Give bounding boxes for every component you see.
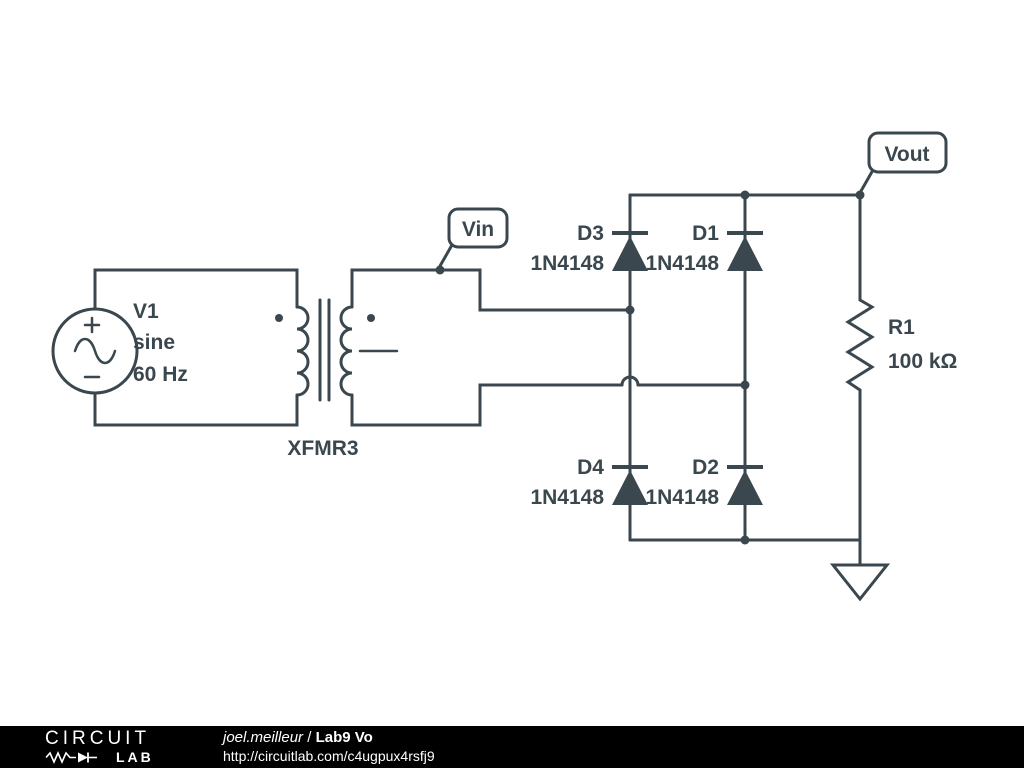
secondary-coil <box>339 305 354 397</box>
resistor-zigzag <box>845 298 875 392</box>
wire-secondary-bottom-to-bridge <box>350 383 624 427</box>
ground-triangle-icon <box>829 563 891 602</box>
footer-circuit-title: Lab9 Vo <box>315 728 373 746</box>
diode-d1[interactable]: D1 1N4148 <box>645 222 763 275</box>
transformer-name-label: XFMR3 <box>287 437 358 460</box>
ground-symbol[interactable] <box>829 563 891 602</box>
resistor-r1[interactable]: R1 100 kΩ <box>845 298 957 392</box>
voltage-source-v1[interactable]: V1 sine 60 Hz <box>51 300 188 395</box>
vin-flag-tail <box>438 243 454 268</box>
logo-resistor-diode-icon <box>45 750 97 764</box>
footer-separator: / <box>303 728 316 746</box>
transformer-xfmr3[interactable]: XFMR3 <box>275 298 399 460</box>
junction-dot-vout <box>855 190 865 200</box>
diode-d3[interactable]: D3 1N4148 <box>530 222 648 275</box>
junction-dot-top <box>740 190 750 200</box>
logo-text-lab: LAB <box>116 749 154 766</box>
d3-part-label: 1N4148 <box>530 252 604 275</box>
source-frequency-label: 60 Hz <box>133 363 188 386</box>
circuit-schematic: V1 sine 60 Hz XFMR3 Vin Vout D3 1N4148 D… <box>51 131 957 602</box>
d4-part-label: 1N4148 <box>530 486 604 509</box>
d3-triangle <box>612 236 648 271</box>
transformer-core <box>318 298 331 402</box>
footer-bar: CIRCUIT LAB joel.meilleur / Lab9 Vo http… <box>0 726 1024 768</box>
net-flag-vin[interactable]: Vin <box>438 207 509 268</box>
wire-secondary-top-to-bridge <box>350 268 632 312</box>
junction-dot-right-mid <box>740 380 750 390</box>
d2-part-label: 1N4148 <box>645 486 719 509</box>
source-name-label: V1 <box>133 300 159 323</box>
junction-dot-bottom <box>740 535 750 545</box>
d3-name-label: D3 <box>577 222 604 245</box>
source-waveform-label: sine <box>133 331 175 354</box>
d1-triangle <box>727 236 763 271</box>
vin-label: Vin <box>462 218 494 241</box>
vout-flag-tail <box>859 168 875 193</box>
junction-dot-vin <box>435 265 445 275</box>
vout-flag-box <box>867 131 948 174</box>
resistor-value-label: 100 kΩ <box>888 350 957 373</box>
wire-source-to-primary-bottom <box>93 391 299 427</box>
d1-part-label: 1N4148 <box>645 252 719 275</box>
d1-name-label: D1 <box>692 222 719 245</box>
junction-dots <box>435 190 865 545</box>
sine-wave-icon <box>73 337 117 365</box>
footer-url[interactable]: http://circuitlab.com/c4ugpux4rsfj9 <box>223 747 435 764</box>
d4-name-label: D4 <box>577 456 604 479</box>
primary-phase-dot <box>275 314 283 322</box>
footer-credit-line: joel.meilleur / Lab9 Vo <box>223 729 435 748</box>
footer-meta: joel.meilleur / Lab9 Vo http://circuitla… <box>223 729 435 765</box>
diode-d4[interactable]: D4 1N4148 <box>530 456 648 509</box>
net-flag-vout[interactable]: Vout <box>859 131 948 193</box>
d2-name-label: D2 <box>692 456 719 479</box>
vout-label: Vout <box>884 143 929 166</box>
secondary-phase-dot <box>367 314 375 322</box>
junction-dot-left-mid <box>625 305 635 315</box>
wire-source-to-primary-top <box>93 268 299 311</box>
plus-sign-icon <box>83 316 101 334</box>
d2-triangle <box>727 470 763 505</box>
resistor-name-label: R1 <box>888 316 915 339</box>
footer-author: joel.meilleur <box>223 728 304 746</box>
primary-coil <box>295 305 310 397</box>
diode-d2[interactable]: D2 1N4148 <box>645 456 763 509</box>
circuitlab-logo: CIRCUIT LAB <box>45 727 195 766</box>
logo-text-circuit: CIRCUIT <box>45 727 151 749</box>
d4-triangle <box>612 470 648 505</box>
vin-flag-box <box>447 207 509 249</box>
